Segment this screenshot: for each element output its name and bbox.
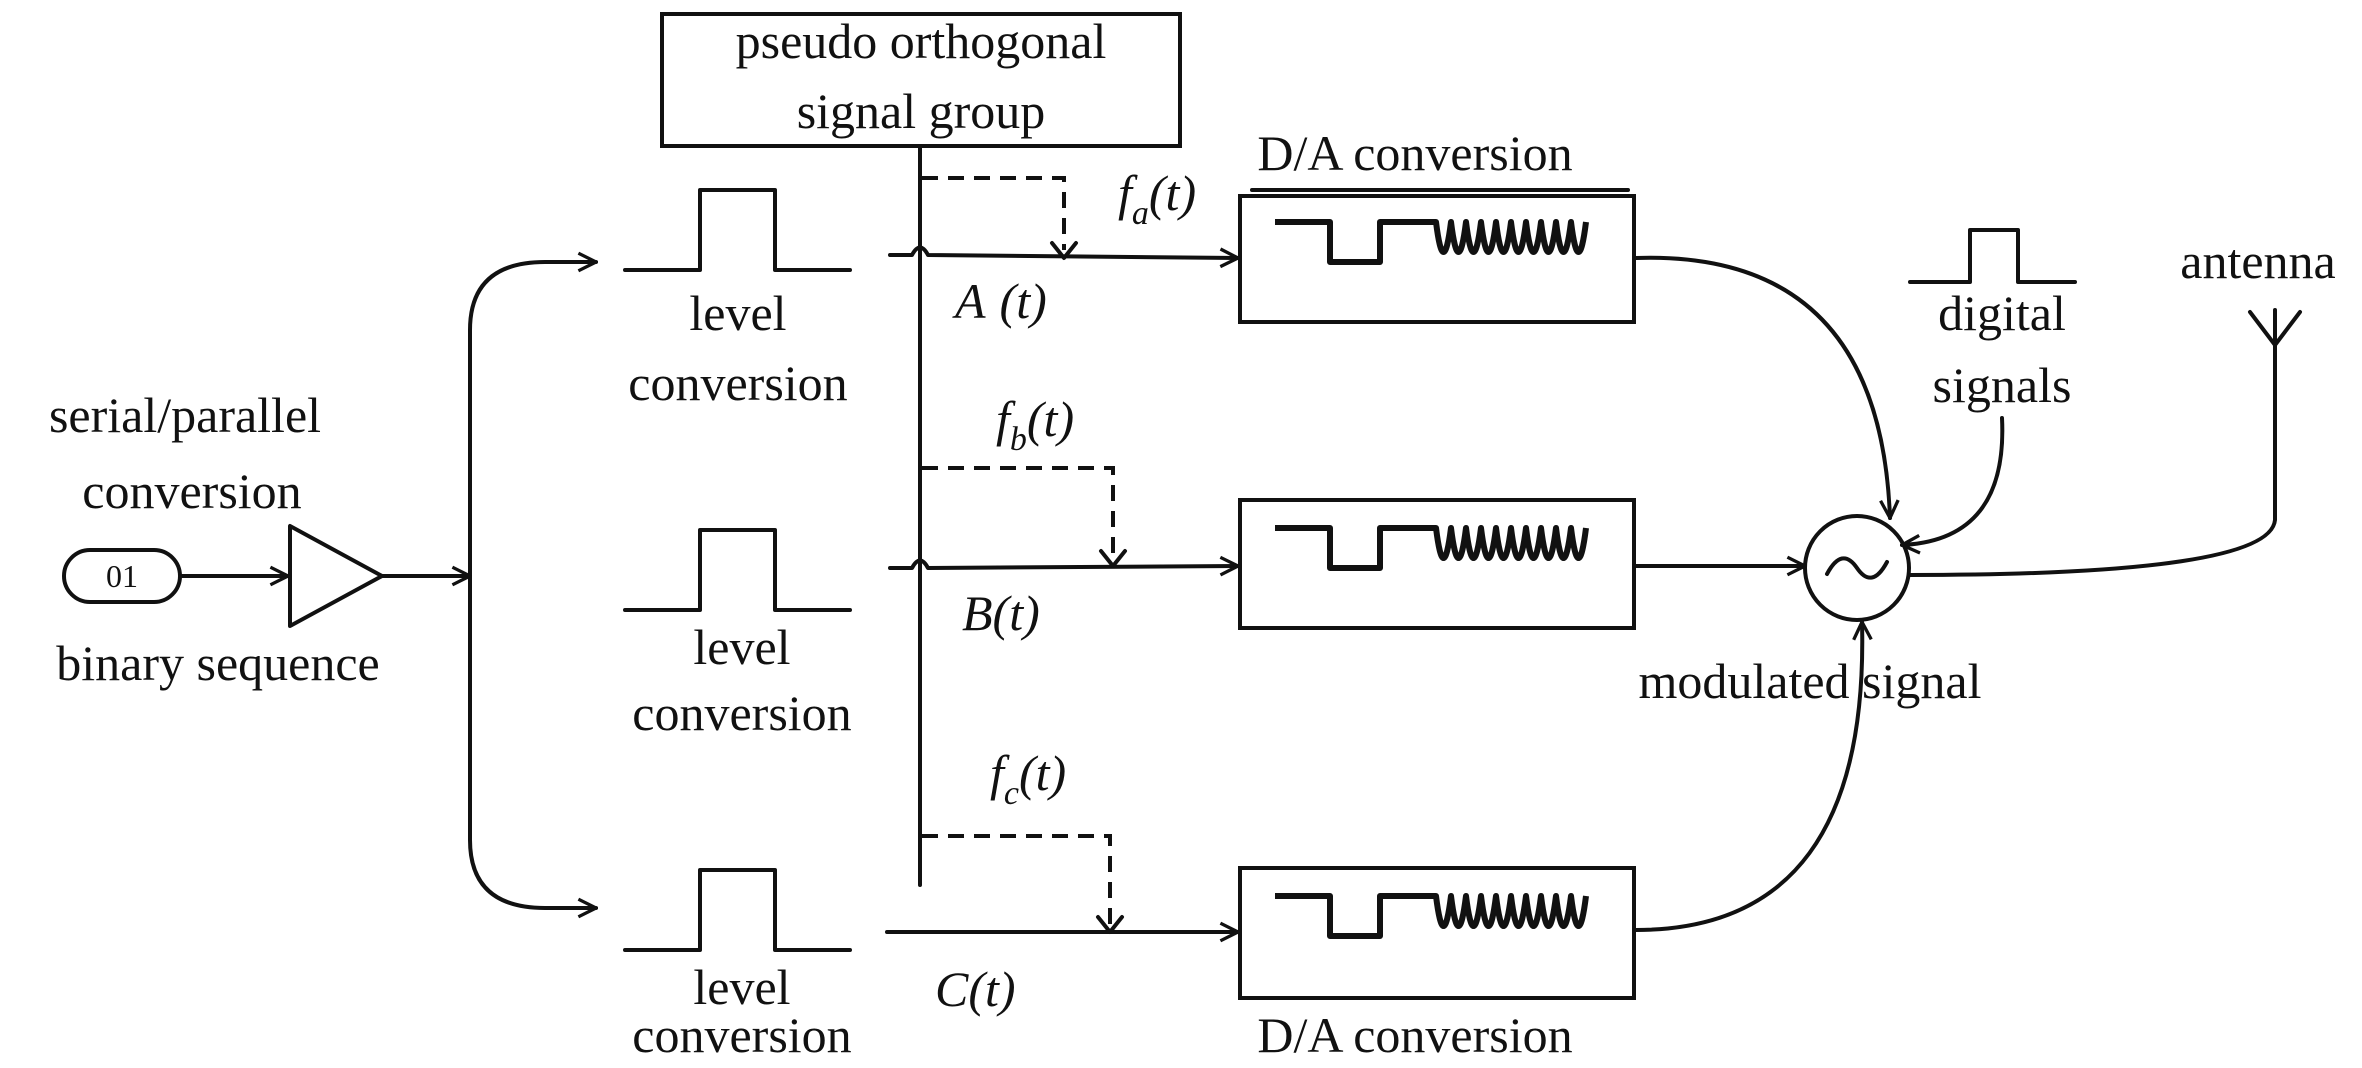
level-bottom-line1: level <box>693 959 790 1015</box>
serial-parallel-label-line2: conversion <box>82 463 301 519</box>
dashed-fb-arrowhead <box>1099 549 1127 568</box>
pseudo-label-line2: signal group <box>797 83 1046 139</box>
branch-curve-top <box>468 262 596 578</box>
binary-value: 01 <box>106 558 138 594</box>
level-bottom-line2: conversion <box>632 1007 851 1063</box>
svg-text:fc(t): fc(t) <box>990 745 1066 812</box>
da-label-top: D/A conversion <box>1257 125 1572 181</box>
da-waveform-middle <box>1275 525 1589 571</box>
b-t-label: B(t) <box>962 585 1040 641</box>
digital-label-line2: signals <box>1933 357 2072 413</box>
fb-label: fb(t) <box>996 391 1074 458</box>
c-t-label: C(t) <box>935 961 1016 1017</box>
a-t-label: A(t) <box>952 273 1047 329</box>
signal-line-a <box>888 245 1238 259</box>
da-block-bottom <box>1238 866 1636 1000</box>
modulator-to-antenna <box>1908 343 2277 577</box>
da-top-to-modulator <box>1634 255 1890 518</box>
antenna-icon <box>2248 308 2302 347</box>
svg-text:fb(t): fb(t) <box>996 391 1074 458</box>
dashed-fb-path <box>922 466 1115 558</box>
serial-parallel-label-line1: serial/parallel <box>49 387 321 443</box>
signal-line-b <box>888 561 1238 569</box>
branch-curve-bottom <box>468 574 596 908</box>
pulse-bottom <box>623 868 852 952</box>
binary-sequence-label: binary sequence <box>56 635 379 691</box>
pseudo-label-line1: pseudo orthogonal <box>736 13 1107 69</box>
modulated-signal-label: modulated signal <box>1639 653 1982 709</box>
fa-label: fa(t) <box>1118 165 1196 232</box>
pulse-top <box>623 188 852 272</box>
amplifier-triangle <box>288 524 384 628</box>
digital-label-line1: digital <box>1938 285 2066 341</box>
fc-label: fc(t) <box>990 745 1066 812</box>
svg-text:C(t): C(t) <box>935 961 1016 1017</box>
dashed-fc-arrowhead <box>1096 915 1124 934</box>
da-waveform-bottom <box>1275 893 1589 939</box>
level-top-line2: conversion <box>628 355 847 411</box>
da-block-top <box>1238 194 1636 324</box>
da-waveform-top <box>1275 219 1589 265</box>
digital-to-modulator <box>1902 416 2005 545</box>
antenna-label: antenna <box>2180 233 2335 289</box>
pulse-middle <box>623 528 852 612</box>
da-bottom-to-modulator <box>1634 622 1862 932</box>
modulator <box>1803 514 1911 622</box>
level-middle-line2: conversion <box>632 685 851 741</box>
svg-text:A(t): A(t) <box>952 273 1047 329</box>
dashed-fc-path <box>922 834 1112 924</box>
level-middle-line1: level <box>693 619 790 675</box>
level-top-line1: level <box>689 285 786 341</box>
dashed-fa-path <box>922 176 1066 250</box>
da-block-middle <box>1238 498 1636 630</box>
dashed-fa-arrowhead <box>1050 241 1078 260</box>
sine-icon <box>1825 556 1889 580</box>
da-label-bottom: D/A conversion <box>1257 1007 1572 1063</box>
svg-text:B(t): B(t) <box>962 585 1040 641</box>
digital-signal-pulse <box>1908 228 2077 284</box>
binary-sequence-input: 01 <box>62 548 182 604</box>
svg-text:fa(t): fa(t) <box>1118 165 1196 232</box>
pseudo-orthogonal-block: pseudo orthogonal signal group <box>660 12 1182 148</box>
